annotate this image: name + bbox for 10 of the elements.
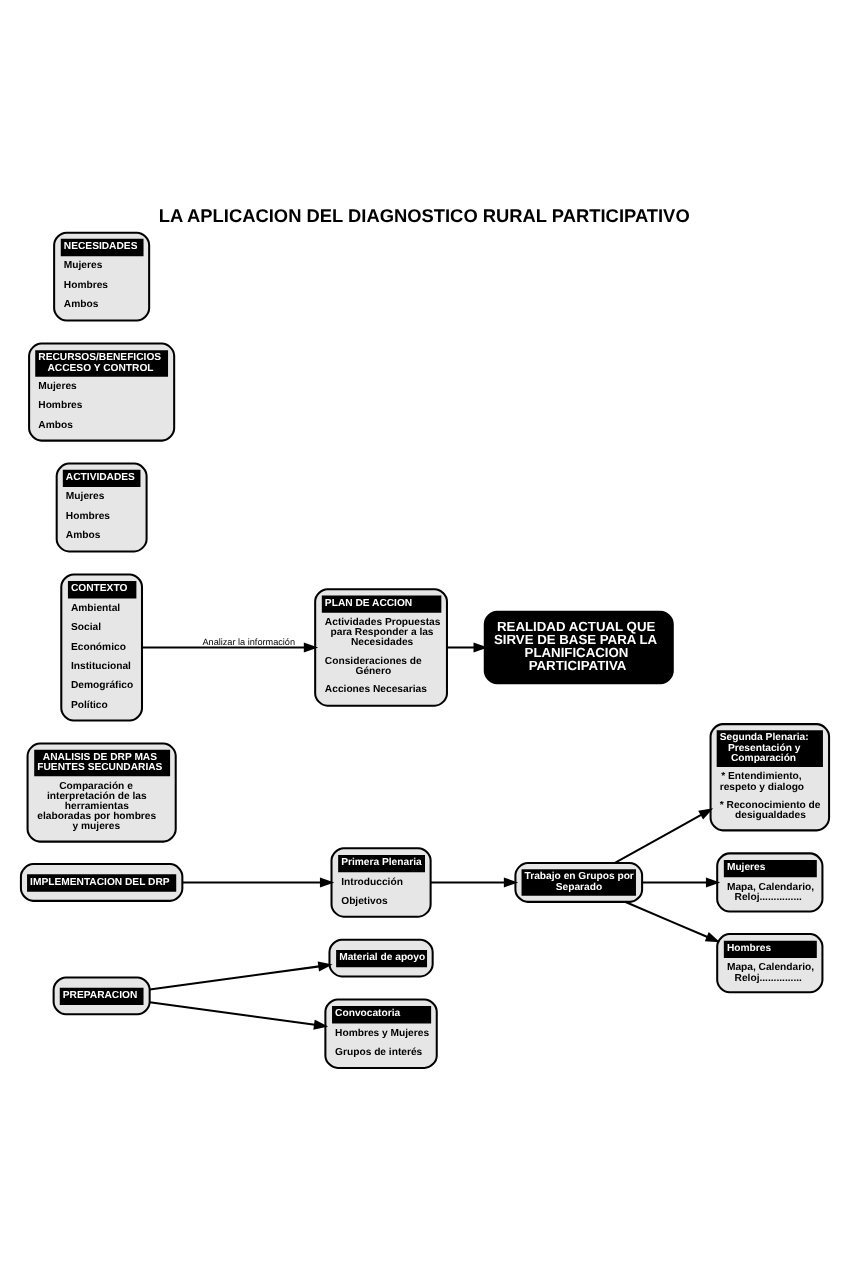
- diagram-title: LA APLICACION DEL DIAGNOSTICO RURAL PARTICIPATIVO: [158, 205, 690, 226]
- arrow: [149, 1001, 329, 1030]
- arrow: [149, 961, 333, 991]
- arrow: [625, 901, 720, 943]
- arrow: [446, 642, 488, 653]
- arrow: [642, 877, 721, 888]
- arrow: [430, 877, 519, 888]
- arrow: [182, 877, 335, 888]
- arrow: [142, 642, 319, 653]
- arrow: [614, 808, 714, 864]
